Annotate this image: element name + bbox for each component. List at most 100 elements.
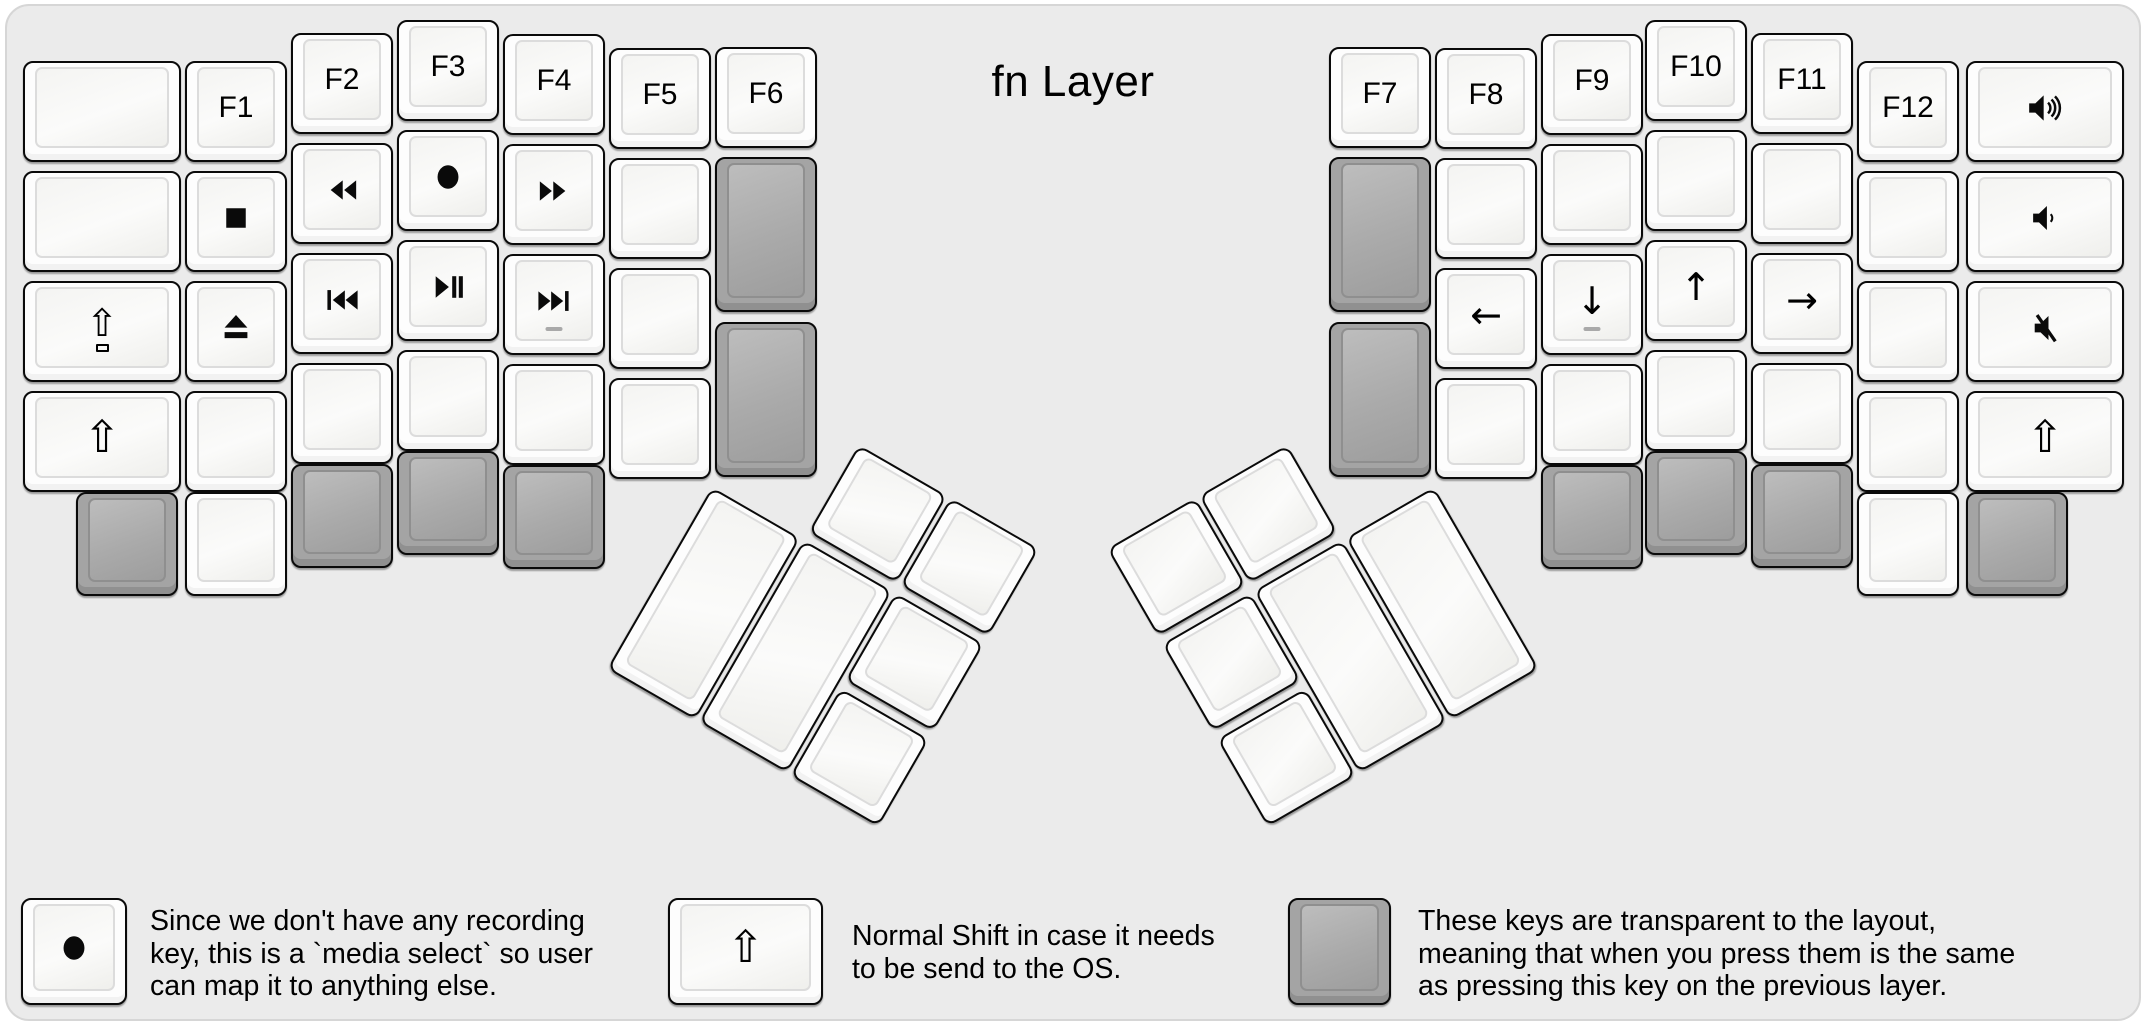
keycap-top: ↓ [1553,260,1631,341]
keycap-top: F11 [1763,39,1841,120]
key-transparent[interactable] [1645,451,1747,555]
key-transparent[interactable] [715,322,817,477]
key-volume-down[interactable] [1966,171,2124,272]
keycap-top [1763,470,1841,554]
key-f8[interactable]: F8 [1435,48,1537,149]
caps-lock-bar [95,343,109,352]
keycap-top [1657,457,1735,541]
keycap-top [515,260,593,341]
key-blank[interactable] [1541,364,1643,465]
key-shift[interactable]: ⇧ [668,898,823,1005]
key-label: F6 [748,76,784,110]
keycap-top [197,397,275,478]
key-next-track[interactable] [503,254,605,355]
keycap-top [1869,287,1947,368]
key-blank[interactable] [23,171,181,272]
layer-title: fn Layer [991,57,1155,106]
key-blank[interactable] [23,61,181,162]
keycap-top [88,498,166,582]
key-transparent[interactable] [715,157,817,312]
prev-track-icon [321,283,363,317]
key-blank[interactable] [609,378,711,479]
key-blank[interactable] [1645,350,1747,451]
key-shift[interactable]: ⇧ [1966,391,2124,492]
key-volume-up[interactable] [1966,61,2124,162]
key-transparent[interactable] [503,465,605,569]
key-label: F9 [1574,63,1610,97]
key-blank[interactable] [609,268,711,369]
key-transparent[interactable] [1966,492,2068,596]
key-blank[interactable] [1435,158,1537,259]
key-blank[interactable] [1857,281,1959,382]
key-record[interactable] [397,130,499,231]
key-fast-forward[interactable] [503,144,605,245]
key-record[interactable] [21,898,127,1005]
keycap-top: F10 [1657,26,1735,107]
key-f6[interactable]: F6 [715,47,817,148]
key-caps-shift[interactable]: ⇧ [23,281,181,382]
key-blank[interactable] [1857,391,1959,492]
keycap-top: ⇧ [680,904,811,991]
legend-text-line: meaning that when you press them is the … [1418,937,2016,970]
key-eject[interactable] [185,281,287,382]
keycap-top: F7 [1341,53,1419,134]
keycap-top [35,177,169,258]
key-arrow-right[interactable]: → [1751,253,1853,354]
key-transparent[interactable] [1329,322,1431,477]
key-blank[interactable] [503,364,605,465]
key-shift[interactable]: ⇧ [23,391,181,492]
keycap-top: F5 [621,54,699,135]
key-transparent[interactable] [1541,465,1643,569]
key-f9[interactable]: F9 [1541,34,1643,135]
key-f2[interactable]: F2 [291,33,393,134]
key-arrow-left[interactable]: ← [1435,268,1537,369]
record-icon [55,929,93,967]
key-f11[interactable]: F11 [1751,33,1853,134]
key-f5[interactable]: F5 [609,48,711,149]
arrow-left-icon: ← [1470,292,1502,337]
key-blank[interactable] [1541,144,1643,245]
key-transparent[interactable] [291,464,393,568]
key-blank[interactable] [609,158,711,259]
key-blank[interactable] [397,350,499,451]
key-blank[interactable] [291,363,393,464]
shift-icon: ⇧ [83,411,121,463]
key-blank[interactable] [1435,378,1537,479]
key-arrow-up[interactable]: ↑ [1645,240,1747,341]
key-f4[interactable]: F4 [503,34,605,135]
key-label: F10 [1670,49,1722,83]
key-prev-track[interactable] [291,253,393,354]
key-blank[interactable] [185,391,287,492]
key-transparent[interactable] [1329,157,1431,312]
key-arrow-down[interactable]: ↓ [1541,254,1643,355]
key-label: F11 [1777,62,1827,96]
key-blank[interactable] [1751,143,1853,244]
key-play-pause[interactable] [397,240,499,341]
key-blank[interactable] [1857,171,1959,272]
key-transparent[interactable] [1288,898,1391,1005]
key-rewind[interactable] [291,143,393,244]
key-f7[interactable]: F7 [1329,47,1431,148]
key-transparent[interactable] [397,451,499,555]
key-transparent[interactable] [1751,464,1853,568]
keycap-top [197,177,275,258]
keycap-top [1978,177,2112,258]
keycap-top [1553,370,1631,451]
key-label: F7 [1362,76,1398,110]
keycap-top [1341,163,1419,298]
key-transparent[interactable] [76,492,178,596]
key-f12[interactable]: F12 [1857,61,1959,162]
legend-text-line: key, this is a `media select` so user [150,937,593,970]
keycap-top [1553,150,1631,231]
key-blank[interactable] [1857,492,1959,596]
key-blank[interactable] [1645,130,1747,231]
key-f10[interactable]: F10 [1645,20,1747,121]
key-f3[interactable]: F3 [397,20,499,121]
key-mute[interactable] [1966,281,2124,382]
key-blank[interactable] [185,492,287,596]
key-stop[interactable] [185,171,287,272]
key-f1[interactable]: F1 [185,61,287,162]
key-blank[interactable] [1751,363,1853,464]
